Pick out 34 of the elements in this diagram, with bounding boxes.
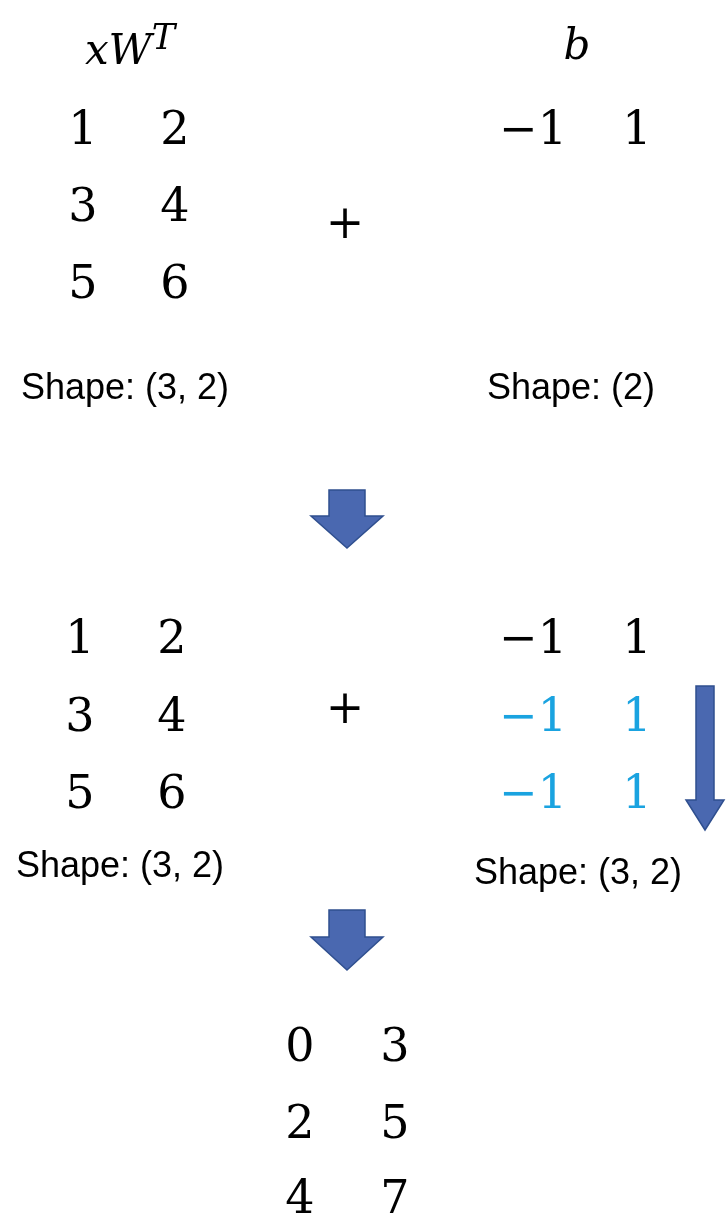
shape-text: Shape: (3, 2) xyxy=(20,369,230,405)
broadcast-entry: 1 xyxy=(622,692,652,738)
matrix-entry: 1 xyxy=(622,614,652,660)
matrix-entry: 5 xyxy=(68,259,98,305)
shape-text: Shape: (3, 2) xyxy=(15,847,225,883)
plus-sign: + xyxy=(325,199,365,245)
matrix-entry: 6 xyxy=(160,259,190,305)
vector-entry: −1 xyxy=(499,105,567,151)
math-heading: xW$^{T}$ xyxy=(84,19,176,71)
matrix-entry: 4 xyxy=(157,692,187,738)
shape-text: Shape: (3, 2) xyxy=(473,854,683,890)
vector-entry: 1 xyxy=(622,105,652,151)
broadcast-entry: 1 xyxy=(622,769,652,815)
result-entry: 2 xyxy=(285,1099,315,1145)
result-entry: 5 xyxy=(380,1099,410,1145)
matrix-entry: 2 xyxy=(157,614,187,660)
broadcast-entry: −1 xyxy=(499,769,567,815)
result-entry: 0 xyxy=(285,1022,315,1068)
result-entry: 4 xyxy=(285,1174,315,1220)
result-entry: 3 xyxy=(380,1022,410,1068)
shape-text: Shape: (2) xyxy=(486,369,656,405)
matrix-entry: 2 xyxy=(160,105,190,151)
matrix-entry: −1 xyxy=(499,614,567,660)
broadcast-entry: −1 xyxy=(499,692,567,738)
matrix-entry: 3 xyxy=(68,182,98,228)
matrix-entry: 3 xyxy=(65,692,95,738)
matrix-entry: 1 xyxy=(68,105,98,151)
matrix-entry: 4 xyxy=(160,182,190,228)
plus-sign: + xyxy=(325,684,365,730)
matrix-entry: 5 xyxy=(65,769,95,815)
math-heading: b xyxy=(563,24,591,66)
matrix-entry: 1 xyxy=(65,614,95,660)
result-entry: 7 xyxy=(380,1174,410,1220)
matrix-entry: 6 xyxy=(157,769,187,815)
